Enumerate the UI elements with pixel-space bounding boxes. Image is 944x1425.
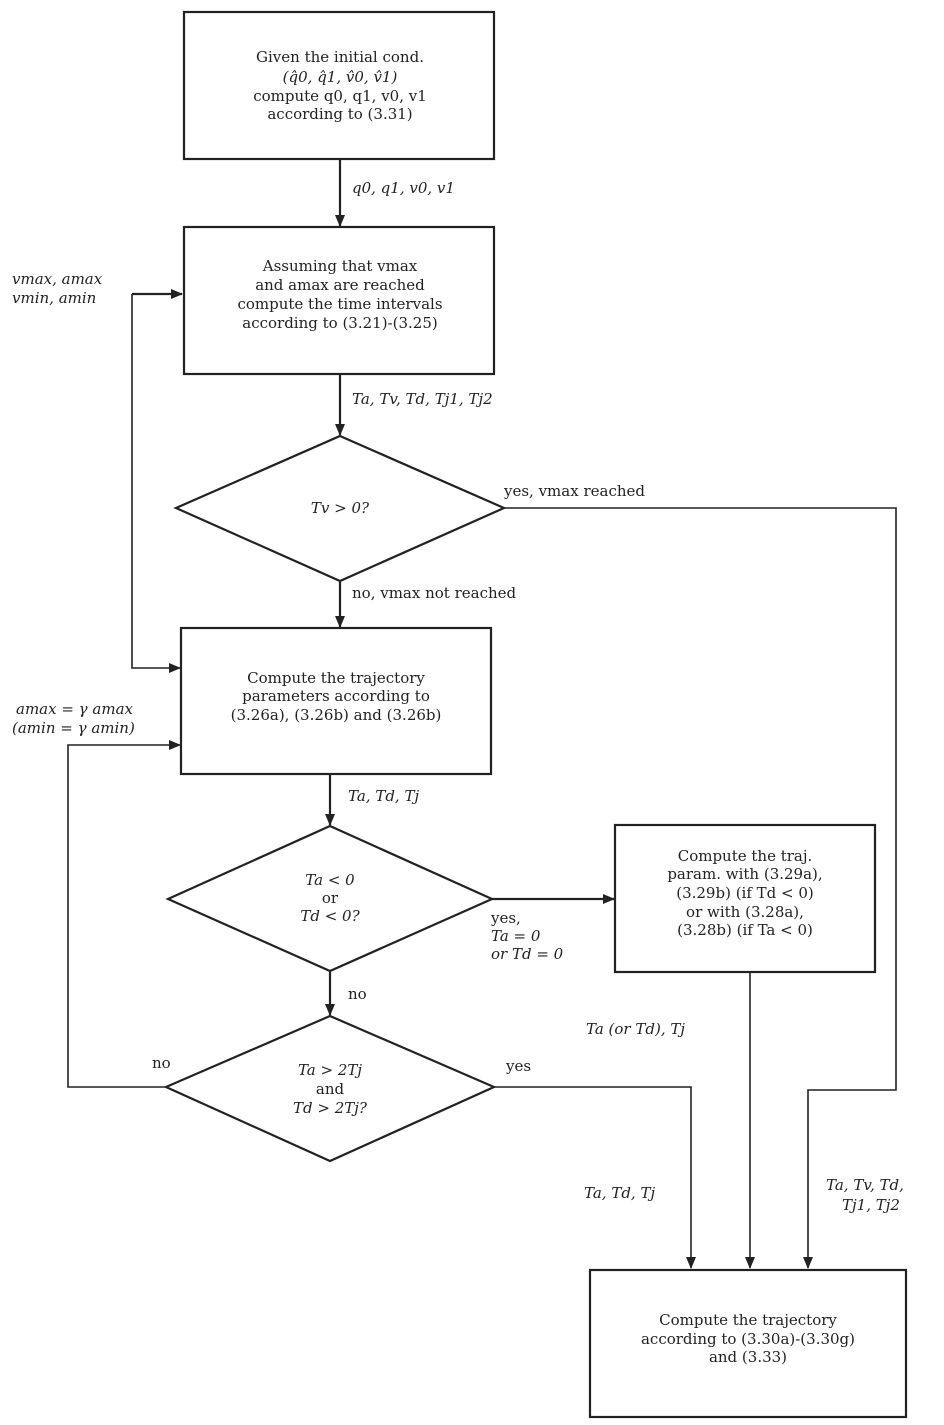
decision-neg-line2: or xyxy=(322,889,339,907)
label-neg-yes-line1: yes, xyxy=(490,909,521,927)
decision-neg-line3: Td < 0? xyxy=(300,907,360,925)
decision-2tj-line1: Ta > 2Tj xyxy=(298,1061,362,1079)
label-gamma-line2: (amin = γ amin) xyxy=(12,719,135,737)
label-right-in-line1: Ta, Tv, Td, xyxy=(826,1176,904,1194)
decision-ta-td-2tj: Ta > 2Tj and Td > 2Tj? xyxy=(163,1014,497,1163)
line-inputs-bypass xyxy=(131,294,181,673)
label-q-out: q0, q1, v0, v1 xyxy=(352,179,455,197)
box-initial: Given the initial cond. (q̂0, q̂1, v̂0, … xyxy=(182,10,496,161)
box-initial-line1: Given the initial cond. xyxy=(256,48,424,66)
decision-2tj-line2: and xyxy=(316,1080,345,1098)
label-tv-yes: yes, vmax reached xyxy=(503,482,645,500)
label-2tj-yes: yes xyxy=(505,1057,531,1075)
box-traj-line2: param. with (3.29a), xyxy=(667,865,822,883)
line-tj-no-loop xyxy=(67,740,181,1088)
label-inputs-line2: vmin, amin xyxy=(12,289,96,307)
box-assume: Assuming that vmax and amax are reached … xyxy=(182,225,496,376)
decision-tv-line1: Tv > 0? xyxy=(311,499,370,517)
box-traj-line5: (3.28b) (if Ta < 0) xyxy=(677,921,813,939)
label-yes-out: Ta, Td, Tj xyxy=(584,1184,655,1202)
box-traj-line3: (3.29b) (if Td < 0) xyxy=(676,884,814,902)
box-params-line1: Compute the trajectory xyxy=(247,669,425,687)
box-initial-line3: compute q0, q1, v0, v1 xyxy=(253,87,427,105)
label-neg-yes-line2: Ta = 0 xyxy=(491,927,541,945)
label-neg-no: no xyxy=(348,985,367,1003)
decision-ta-td-negative: Ta < 0 or Td < 0? xyxy=(165,824,495,973)
edge-labels: q0, q1, v0, v1 vmax, amax vmin, amin Ta,… xyxy=(12,179,904,1214)
box-initial-line2: (q̂0, q̂1, v̂0, v̂1) xyxy=(283,68,398,86)
box-assume-line1: Assuming that vmax xyxy=(262,257,418,275)
box-assume-line2: and amax are reached xyxy=(255,276,425,294)
box-final-line2: according to (3.30a)-(3.30g) xyxy=(641,1330,855,1348)
label-tv-no: no, vmax not reached xyxy=(352,584,517,602)
decision-neg-line1: Ta < 0 xyxy=(305,871,355,889)
label-right-in-line2: Tj1, Tj2 xyxy=(842,1196,900,1214)
label-inputs-line1: vmax, amax xyxy=(12,270,103,288)
connectors xyxy=(67,160,897,1269)
box-traj-param: Compute the traj. param. with (3.29a), (… xyxy=(613,823,877,974)
box-final: Compute the trajectory according to (3.3… xyxy=(588,1268,908,1419)
label-times-out: Ta, Tv, Td, Tj1, Tj2 xyxy=(352,390,493,408)
label-traj-out: Ta (or Td), Tj xyxy=(586,1020,685,1038)
label-2tj-no: no xyxy=(152,1054,171,1072)
line-tj-yes xyxy=(494,1086,696,1269)
box-params-line2: parameters according to xyxy=(242,687,430,705)
box-assume-line4: according to (3.21)-(3.25) xyxy=(242,314,437,332)
label-neg-yes-line3: or Td = 0 xyxy=(491,945,564,963)
decision-2tj-line3: Td > 2Tj? xyxy=(293,1099,368,1117)
box-params: Compute the trajectory parameters accord… xyxy=(179,626,493,776)
box-assume-line3: compute the time intervals xyxy=(237,295,442,313)
box-traj-line1: Compute the traj. xyxy=(678,847,813,865)
box-final-line1: Compute the trajectory xyxy=(659,1311,837,1329)
box-params-line3: (3.26a), (3.26b) and (3.26b) xyxy=(231,706,442,724)
box-final-line3: and (3.33) xyxy=(709,1348,787,1366)
box-traj-line4: or with (3.28a), xyxy=(686,903,804,921)
label-params-out: Ta, Td, Tj xyxy=(348,787,419,805)
decision-tv: Tv > 0? xyxy=(173,434,507,583)
box-initial-line4: according to (3.31) xyxy=(267,105,412,123)
label-gamma-line1: amax = γ amax xyxy=(16,700,134,718)
line-tv-yes xyxy=(504,507,897,1269)
